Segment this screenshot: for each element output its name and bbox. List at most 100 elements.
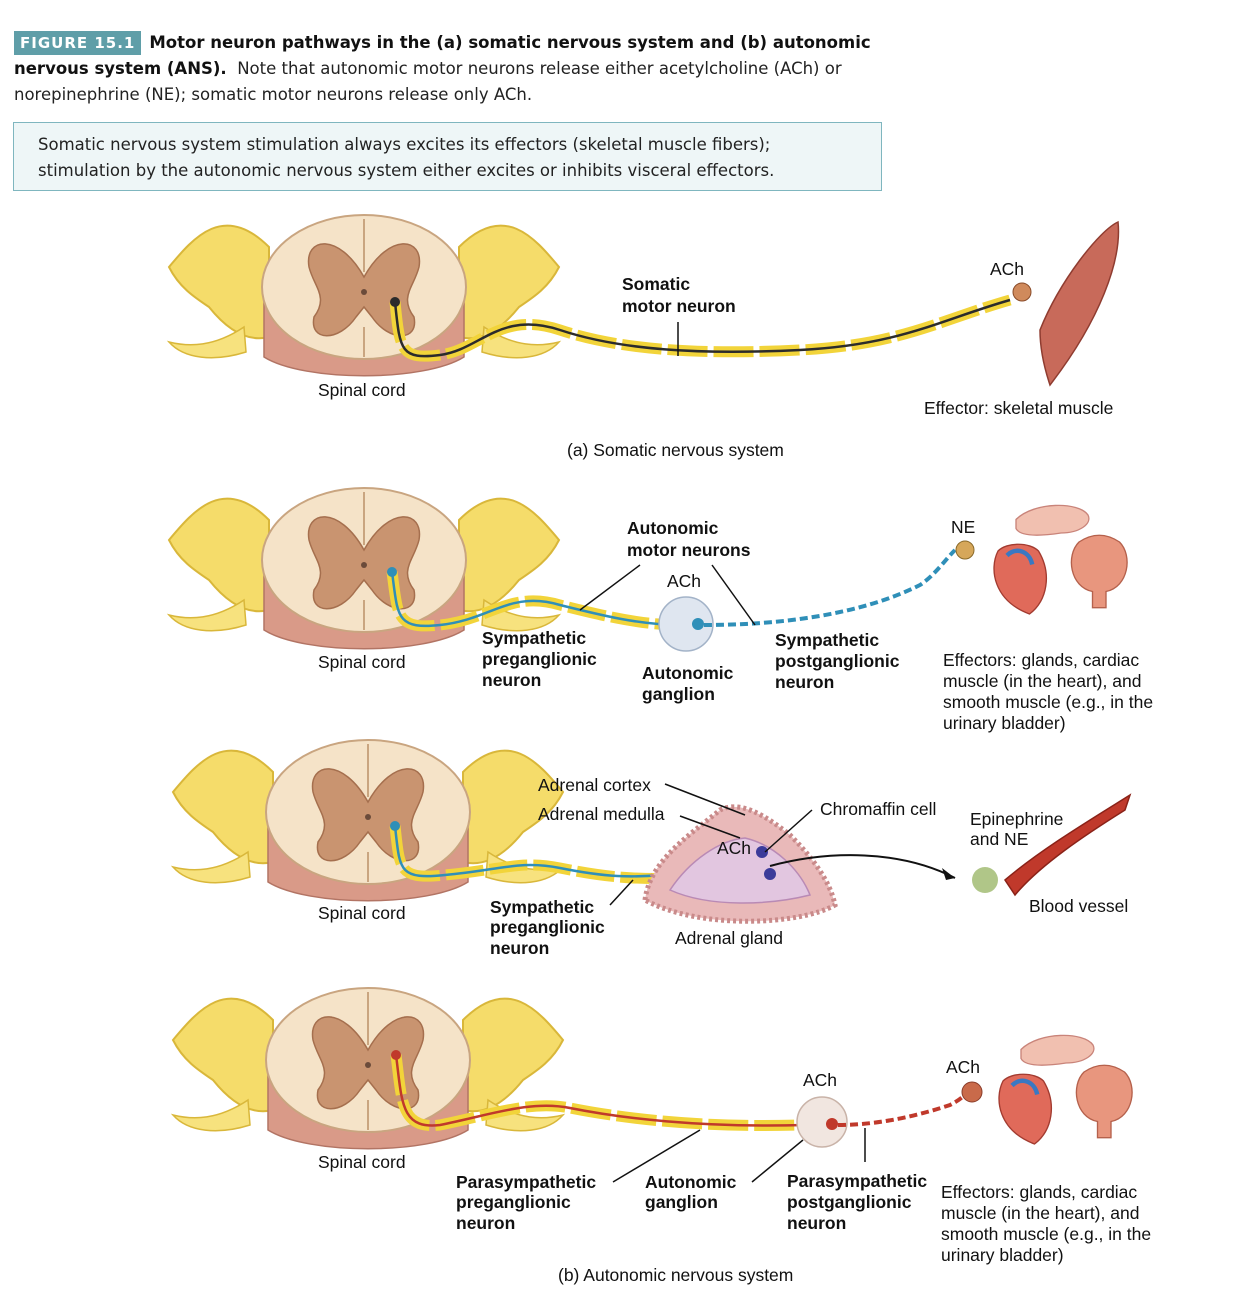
neuron-cell-body: [390, 821, 400, 831]
ganglion-neuron-body: [692, 618, 704, 630]
panel-b-sympathetic: Spinal cord Autonomic motor neurons ACh …: [168, 487, 1153, 733]
leader-line: [751, 1139, 804, 1183]
hormones-label-2: and NE: [970, 829, 1028, 849]
ganglion-neuron-body: [826, 1118, 838, 1130]
spinal-cord-illustration: [168, 214, 560, 377]
secretion-arrow: [769, 854, 956, 879]
autonomic-ganglion: [796, 1096, 848, 1148]
preganglionic-axon: [393, 825, 691, 878]
effectors-line-4: urinary bladder): [941, 1245, 1064, 1265]
leader-line: [764, 809, 813, 853]
autonomic-ganglion: [658, 596, 714, 652]
ganglion-label-2: ganglion: [645, 1192, 718, 1212]
effectors-line-2: muscle (in the heart), and: [943, 671, 1141, 691]
leader-line: [664, 783, 746, 816]
effectors-line-1: Effectors: glands, cardiac: [941, 1182, 1137, 1202]
figure-note: Note that autonomic motor neurons releas…: [14, 59, 842, 104]
neuron-cell-body: [391, 1050, 401, 1060]
pre-label-1: Sympathetic: [490, 897, 594, 917]
preganglionic-axon: [394, 1054, 806, 1127]
motor-neurons-label-2: motor neurons: [627, 540, 751, 560]
chromaffin-cell: [756, 846, 768, 858]
spinal-cord-illustration: [172, 987, 564, 1150]
ganglion-label-1: Autonomic: [645, 1172, 737, 1192]
ne-vesicles: [955, 540, 975, 560]
post-label-2: postganglionic: [775, 651, 900, 671]
pre-label-1: Parasympathetic: [456, 1172, 596, 1192]
effectors-line-4: urinary bladder): [943, 713, 1066, 733]
callout-text: Somatic nervous system stimulation alway…: [38, 135, 775, 180]
leader-line: [679, 815, 741, 839]
pre-label-3: neuron: [456, 1213, 515, 1233]
pre-label-2: preganglionic: [490, 917, 605, 937]
post-label-2: postganglionic: [787, 1192, 912, 1212]
ach-label: ACh: [990, 259, 1024, 279]
neuron-cell-body: [387, 567, 397, 577]
figure-tag: FIGURE 15.1: [14, 31, 142, 55]
somatic-motor-neuron-axon: [393, 298, 1011, 358]
skeletal-muscle-illustration: [1039, 220, 1120, 387]
adrenal-gland-label: Adrenal gland: [675, 928, 783, 948]
leader-line: [579, 564, 641, 611]
blood-vessel-label: Blood vessel: [1029, 896, 1128, 916]
pre-label-2: preganglionic: [456, 1192, 571, 1212]
neuron-cell-body: [390, 297, 400, 307]
effectors-line-2: muscle (in the heart), and: [941, 1203, 1139, 1223]
chromaffin-cell: [764, 868, 776, 880]
ach-vesicles: [1012, 282, 1032, 302]
figure-title: Motor neuron pathways in the (a) somatic…: [14, 33, 871, 78]
blood-vessel-illustration: [1004, 793, 1132, 897]
ach-label: ACh: [946, 1057, 980, 1077]
hormones-label-1: Epinephrine: [970, 809, 1063, 829]
spinal-cord-label: Spinal cord: [318, 1152, 406, 1172]
post-label-3: neuron: [775, 672, 834, 692]
visceral-organs-illustration: [999, 1035, 1132, 1144]
postganglionic-axon: [837, 1088, 972, 1127]
panel-b-caption: (b) Autonomic nervous system: [558, 1265, 793, 1285]
adrenal-cortex-label: Adrenal cortex: [538, 775, 651, 795]
pre-label-3: neuron: [490, 938, 549, 958]
motor-neurons-label-1: Autonomic: [627, 518, 719, 538]
effectors-line-3: smooth muscle (e.g., in the: [943, 692, 1153, 712]
leader-line: [711, 564, 756, 626]
ganglion-ach-label: ACh: [803, 1070, 837, 1090]
adrenal-medulla-illustration: [668, 837, 812, 904]
post-label-3: neuron: [787, 1213, 846, 1233]
spinal-cord-label: Spinal cord: [318, 380, 406, 400]
pre-label-3: neuron: [482, 670, 541, 690]
effectors-line-1: Effectors: glands, cardiac: [943, 650, 1139, 670]
arrow-head: [942, 868, 955, 880]
panel-b-parasympathetic: Spinal cord ACh ACh Parasympathetic preg…: [172, 987, 1151, 1285]
panel-a-caption: (a) Somatic nervous system: [567, 440, 784, 460]
effector-label: Effector: skeletal muscle: [924, 398, 1113, 418]
preganglionic-axon: [390, 571, 681, 628]
ganglion-ach-label: ACh: [667, 571, 701, 591]
ganglion-label-2: ganglion: [642, 684, 715, 704]
pre-label-2: preganglionic: [482, 649, 597, 669]
neuron-label-line-2: motor neuron: [622, 296, 736, 316]
neuron-label-line-1: Somatic: [622, 274, 690, 294]
postganglionic-axon: [703, 548, 957, 627]
adrenal-medulla-label: Adrenal medulla: [538, 804, 665, 824]
ach-vesicles: [961, 1081, 983, 1103]
summary-callout: Somatic nervous system stimulation alway…: [13, 122, 882, 191]
post-label-1: Sympathetic: [775, 630, 879, 650]
panel-b-adrenal: Spinal cord Adrenal cortex Adrenal medul…: [172, 739, 1132, 958]
pre-label-1: Sympathetic: [482, 628, 586, 648]
ganglion-label-1: Autonomic: [642, 663, 734, 683]
hormone-molecules: [972, 867, 998, 893]
spinal-cord-label: Spinal cord: [318, 903, 406, 923]
spinal-cord-illustration: [172, 739, 564, 902]
post-label-1: Parasympathetic: [787, 1171, 927, 1191]
spinal-cord-illustration: [168, 487, 560, 650]
effectors-line-3: smooth muscle (e.g., in the: [941, 1224, 1151, 1244]
ach-label: ACh: [717, 838, 751, 858]
spinal-cord-label: Spinal cord: [318, 652, 406, 672]
chromaffin-label: Chromaffin cell: [820, 799, 936, 819]
visceral-organs-illustration: [994, 505, 1127, 614]
leader-line: [612, 1129, 701, 1183]
panel-a-somatic: Spinal cord Somatic motor neuron ACh Eff…: [168, 214, 1120, 460]
leader-line: [609, 879, 634, 906]
